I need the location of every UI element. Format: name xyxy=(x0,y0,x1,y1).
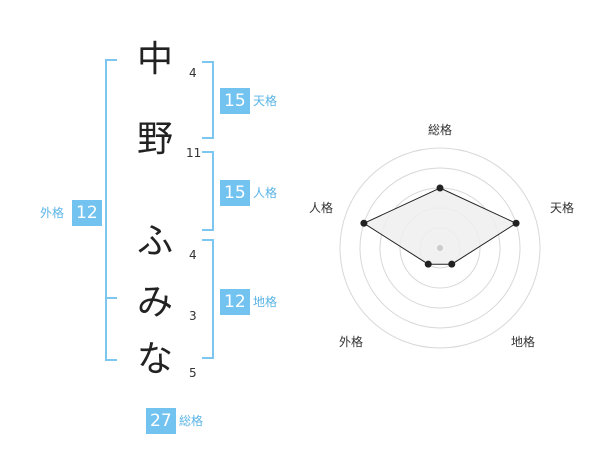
name-char-2: 野 xyxy=(136,119,173,160)
gaikaku-value: 12 xyxy=(72,200,102,226)
radar-point-1 xyxy=(512,219,520,227)
radar-label-gaikaku: 外格 xyxy=(339,335,364,349)
gaikaku-bracket xyxy=(105,59,117,361)
chikaku-bracket xyxy=(202,239,214,359)
radar-point-2 xyxy=(448,260,456,268)
radar-label-soukaku: 総格 xyxy=(428,123,453,137)
radar-label-chikaku: 地格 xyxy=(511,335,536,349)
radar-points xyxy=(360,184,520,268)
stroke-count-5: 5 xyxy=(189,366,197,380)
radar-label-jinkaku: 人格 xyxy=(309,201,334,215)
chikaku-label: 地格 xyxy=(253,295,278,309)
radar-point-3 xyxy=(424,260,432,268)
radar-point-0 xyxy=(436,184,444,192)
stroke-count-3: 4 xyxy=(189,248,197,262)
soukaku-value: 27 xyxy=(146,408,176,434)
tenkaku-label: 天格 xyxy=(253,94,278,108)
radar-polygon xyxy=(362,187,518,265)
name-char-4: み xyxy=(136,282,173,323)
radar-center-dot xyxy=(437,245,443,251)
stroke-count-1: 4 xyxy=(189,66,197,80)
chikaku-value: 12 xyxy=(220,289,250,315)
jinkaku-label: 人格 xyxy=(253,186,278,200)
radar-point-4 xyxy=(360,219,368,227)
radar-ring-4 xyxy=(359,167,521,329)
name-char-5: な xyxy=(136,339,173,380)
tenkaku-bracket xyxy=(202,61,214,139)
jinkaku-value: 15 xyxy=(220,180,250,206)
radar-label-tenkaku: 天格 xyxy=(550,201,575,215)
stroke-count-2: 11 xyxy=(186,146,202,160)
name-char-3: ふ xyxy=(136,221,173,262)
soukaku-label: 総格 xyxy=(179,414,204,428)
radar-ring-5 xyxy=(339,147,541,349)
gaikaku-label: 外格 xyxy=(40,206,65,220)
tenkaku-value: 15 xyxy=(220,88,250,114)
jinkaku-bracket xyxy=(202,151,214,231)
stroke-count-4: 3 xyxy=(189,309,197,323)
name-char-1: 中 xyxy=(136,39,173,80)
